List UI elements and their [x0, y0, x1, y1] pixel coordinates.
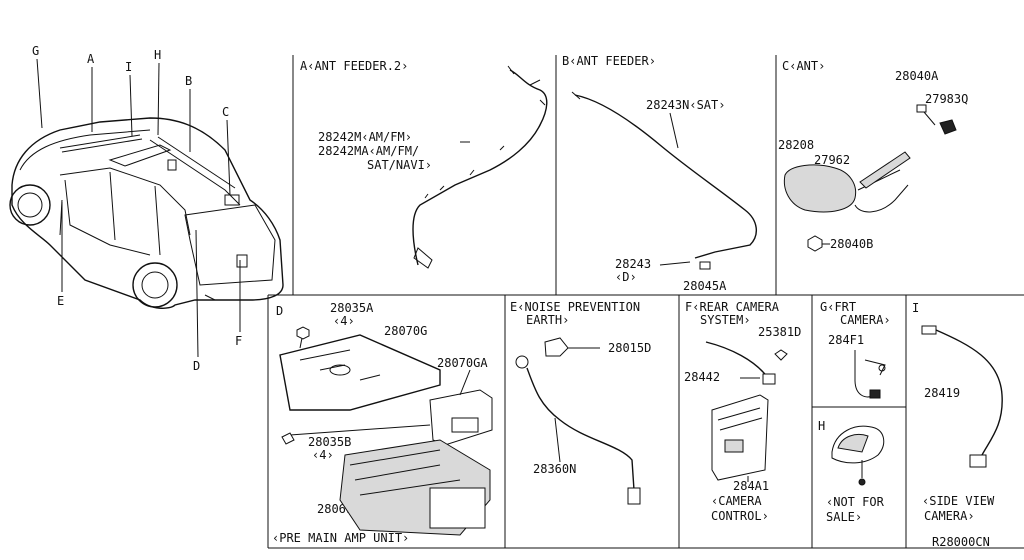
callout-h: H — [154, 48, 161, 62]
part-28442: 28442 — [684, 370, 720, 384]
section-e-title-line2: EARTH› — [526, 313, 569, 327]
section-g-title-line1: G‹FRT — [820, 300, 856, 314]
part-284A1: 284A1 — [733, 479, 769, 493]
section-f-caption-line1: ‹CAMERA — [711, 494, 762, 508]
part-28243N: 28243N‹SAT› — [646, 98, 725, 112]
section-i-caption-line2: CAMERA› — [924, 509, 975, 523]
section-h-label: H — [818, 419, 825, 433]
part-28035A: 28035A — [330, 301, 374, 315]
callout-i: I — [125, 60, 132, 74]
callout-b: B — [185, 74, 192, 88]
diagram-code: R28000CN — [932, 535, 990, 549]
section-h-not-for-sale: H ‹NOT FOR SALE› — [818, 419, 885, 524]
part-284F1: 284F1 — [828, 333, 864, 347]
part-28015D: 28015D — [608, 341, 651, 355]
section-f-title-line2: SYSTEM› — [700, 313, 751, 327]
part-28208: 28208 — [778, 138, 814, 152]
callout-d: D — [193, 359, 200, 373]
part-28040B: 28040B — [830, 237, 873, 251]
part-28035B: 28035B — [308, 435, 351, 449]
section-i-label: I — [912, 301, 919, 315]
callout-e: E — [57, 294, 64, 308]
section-c-title: C‹ANT› — [782, 59, 825, 73]
part-28243: 28243 — [615, 257, 651, 271]
vehicle-callouts: G A I H B C E D F — [32, 44, 242, 373]
section-a-title: A‹ANT FEEDER.2› — [300, 59, 408, 73]
section-b-title: B‹ANT FEEDER› — [562, 54, 656, 68]
section-a-ant-feeder-2: A‹ANT FEEDER.2› 28242M‹AM/FM› 28242MA‹AM… — [300, 59, 548, 269]
section-i-side-view-camera: I 28419 ‹SIDE VIEW CAMERA› — [912, 301, 1003, 523]
part-28035B-qty: ‹4› — [312, 448, 334, 462]
part-28242M: 28242M‹AM/FM› — [318, 130, 412, 144]
callout-g: G — [32, 44, 39, 58]
part-25381D: 25381D — [758, 325, 801, 339]
part-28045A: 28045A — [683, 279, 727, 293]
section-d-label: D — [276, 304, 283, 318]
section-f-rear-camera-system: F‹REAR CAMERA SYSTEM› 25381D 28442 284A1… — [684, 300, 801, 523]
section-e-title-line1: E‹NOISE PREVENTION — [510, 300, 640, 314]
section-g-frt-camera: G‹FRT CAMERA› 284F1 — [820, 300, 891, 399]
part-28242MA-line2: SAT/NAVI› — [367, 158, 432, 172]
section-f-caption-line2: CONTROL› — [711, 509, 769, 523]
section-c-ant: C‹ANT› 28040A 27983Q 28208 27962 28040B — [778, 59, 968, 252]
section-dividers — [267, 55, 1024, 549]
callout-c: C — [222, 105, 229, 119]
section-d-caption: ‹PRE MAIN AMP UNIT› — [272, 531, 409, 545]
section-h-caption-line2: SALE› — [826, 510, 862, 524]
vehicle-illustration — [9, 117, 284, 309]
section-g-title-line2: CAMERA› — [840, 313, 891, 327]
part-28040A: 28040A — [895, 69, 939, 83]
part-28070G: 28070G — [384, 324, 427, 338]
section-i-caption-line1: ‹SIDE VIEW — [922, 494, 995, 508]
part-28243-sub: ‹D› — [615, 270, 637, 284]
section-b-ant-feeder: B‹ANT FEEDER› 28243N‹SAT› 28243 ‹D› 2804… — [562, 54, 757, 293]
callout-f: F — [235, 334, 242, 348]
section-f-title-line1: F‹REAR CAMERA — [685, 300, 780, 314]
section-d-pre-main-amp-unit: D 28035A ‹4› 28070G 28070GA 28035B ‹4› 2… — [272, 301, 493, 545]
section-h-caption-line1: ‹NOT FOR — [826, 495, 885, 509]
part-28070GA: 28070GA — [437, 356, 488, 370]
part-27983Q: 27983Q — [925, 92, 968, 106]
section-e-noise-prevention-earth: E‹NOISE PREVENTION EARTH› 28015D 28360N — [510, 300, 651, 505]
part-28242MA: 28242MA‹AM/FM/ — [318, 144, 419, 158]
part-28419: 28419 — [924, 386, 960, 400]
part-28035A-qty: ‹4› — [333, 314, 355, 328]
callout-a: A — [87, 52, 95, 66]
part-28360N: 28360N — [533, 462, 576, 476]
part-27962: 27962 — [814, 153, 850, 167]
